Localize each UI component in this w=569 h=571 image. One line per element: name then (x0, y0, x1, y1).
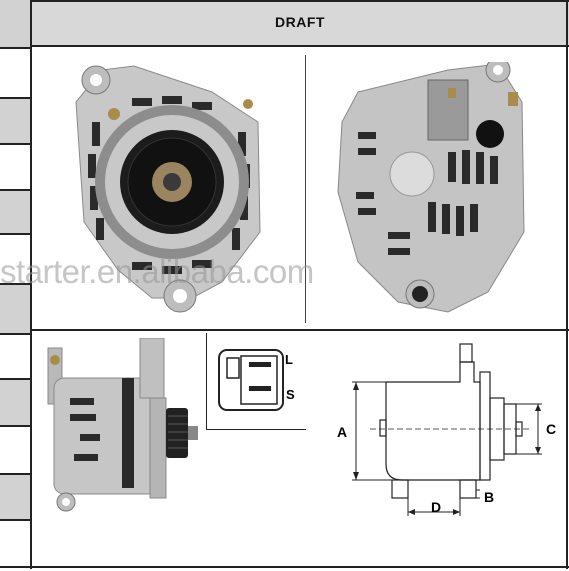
side-cell-2 (0, 47, 31, 99)
alternator-rear-photo (337, 62, 525, 313)
dimension-label-d: D (431, 499, 442, 515)
frame-top-line (31, 0, 569, 2)
side-cell-9 (0, 378, 31, 427)
side-cell-10 (0, 425, 31, 475)
side-cell-11 (0, 473, 31, 521)
photo-divider (305, 55, 306, 323)
side-cell-1 (0, 0, 31, 47)
alternator-front-photo (75, 65, 261, 313)
dimension-label-c: C (546, 421, 557, 437)
watermark: starter.en.alibaba.com (0, 253, 314, 290)
side-cell-4 (0, 143, 31, 191)
dimension-label-b: B (484, 489, 495, 505)
header-bar: DRAFT (31, 0, 569, 47)
side-cell-7 (0, 283, 31, 335)
page-title: DRAFT (275, 14, 325, 30)
connector-pin-l-label: L (285, 352, 293, 367)
connector-diagram (218, 349, 284, 411)
side-cell-8 (0, 333, 31, 380)
connector-box-frame (206, 333, 306, 430)
side-cell-6 (0, 233, 31, 285)
alternator-side-photo (47, 338, 198, 512)
connector-pin-s-label: S (286, 387, 295, 402)
dimension-label-a: A (337, 424, 348, 440)
side-cell-5 (0, 189, 31, 235)
frame-bottom-line (0, 566, 569, 568)
frame-right-line (566, 0, 568, 569)
side-cell-3 (0, 97, 31, 145)
middle-divider (31, 329, 569, 331)
frame-left-line (30, 0, 32, 569)
dimension-drawing (352, 343, 542, 516)
side-cell-12 (0, 519, 31, 571)
